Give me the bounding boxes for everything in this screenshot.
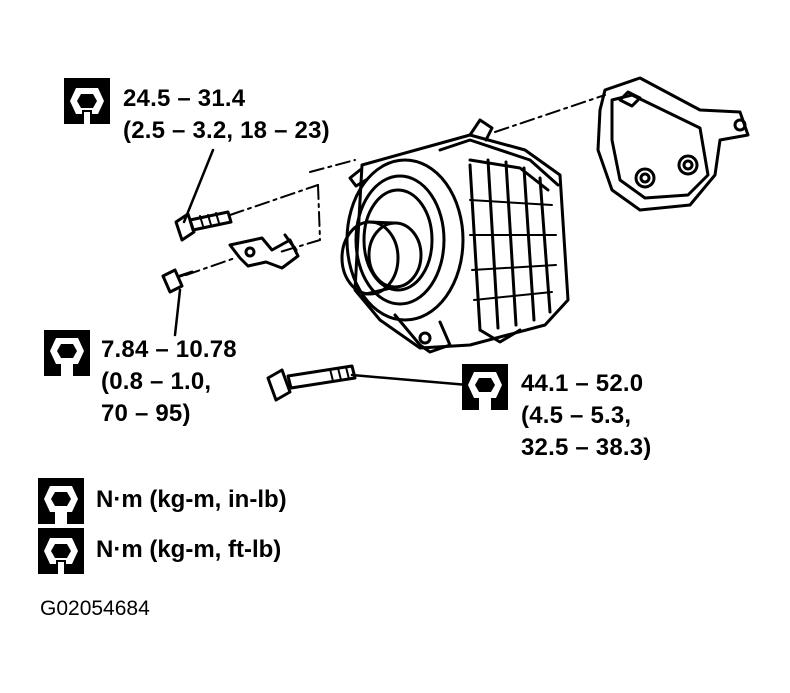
- long-bolt: [266, 364, 357, 402]
- spec-line: (0.8 – 1.0,: [101, 368, 212, 395]
- figure-code: G02054684: [40, 597, 150, 620]
- alternator: [340, 118, 570, 354]
- small-bolt-torque-spec: 7.84 – 10.78 (0.8 – 1.0, 70 – 95): [101, 334, 237, 430]
- torque-wrench-outline-icon: [38, 528, 84, 574]
- legend-in-lb: N·m (kg-m, in-lb): [96, 486, 287, 513]
- mounting-bracket: [596, 76, 750, 212]
- upper-bolt: [174, 210, 233, 242]
- torque-wrench-solid-icon: [462, 364, 508, 410]
- spec-line: (4.5 – 5.3,: [521, 402, 632, 429]
- upper-bolt-torque-spec: 24.5 – 31.4 (2.5 – 3.2, 18 – 23): [123, 83, 330, 147]
- small-bolt: [161, 268, 194, 294]
- long-bolt-torque-spec: 44.1 – 52.0 (4.5 – 5.3, 32.5 – 38.3): [521, 368, 652, 464]
- torque-wrench-solid-icon: [38, 478, 84, 524]
- harness-clip: [228, 233, 300, 270]
- legend-ft-lb: N·m (kg-m, ft-lb): [96, 536, 282, 563]
- spec-line: 7.84 – 10.78: [101, 336, 237, 363]
- leader-lines: [173, 148, 470, 387]
- torque-wrench-outline-icon: [64, 78, 110, 124]
- torque-wrench-solid-icon: [44, 330, 90, 376]
- spec-line: 24.5 – 31.4: [123, 85, 246, 112]
- spec-line: 32.5 – 38.3): [521, 434, 652, 461]
- spec-line: 70 – 95): [101, 400, 191, 427]
- spec-line: 44.1 – 52.0: [521, 370, 644, 397]
- spec-line: (2.5 – 3.2, 18 – 23): [123, 117, 330, 144]
- alignment-lines: [185, 94, 606, 276]
